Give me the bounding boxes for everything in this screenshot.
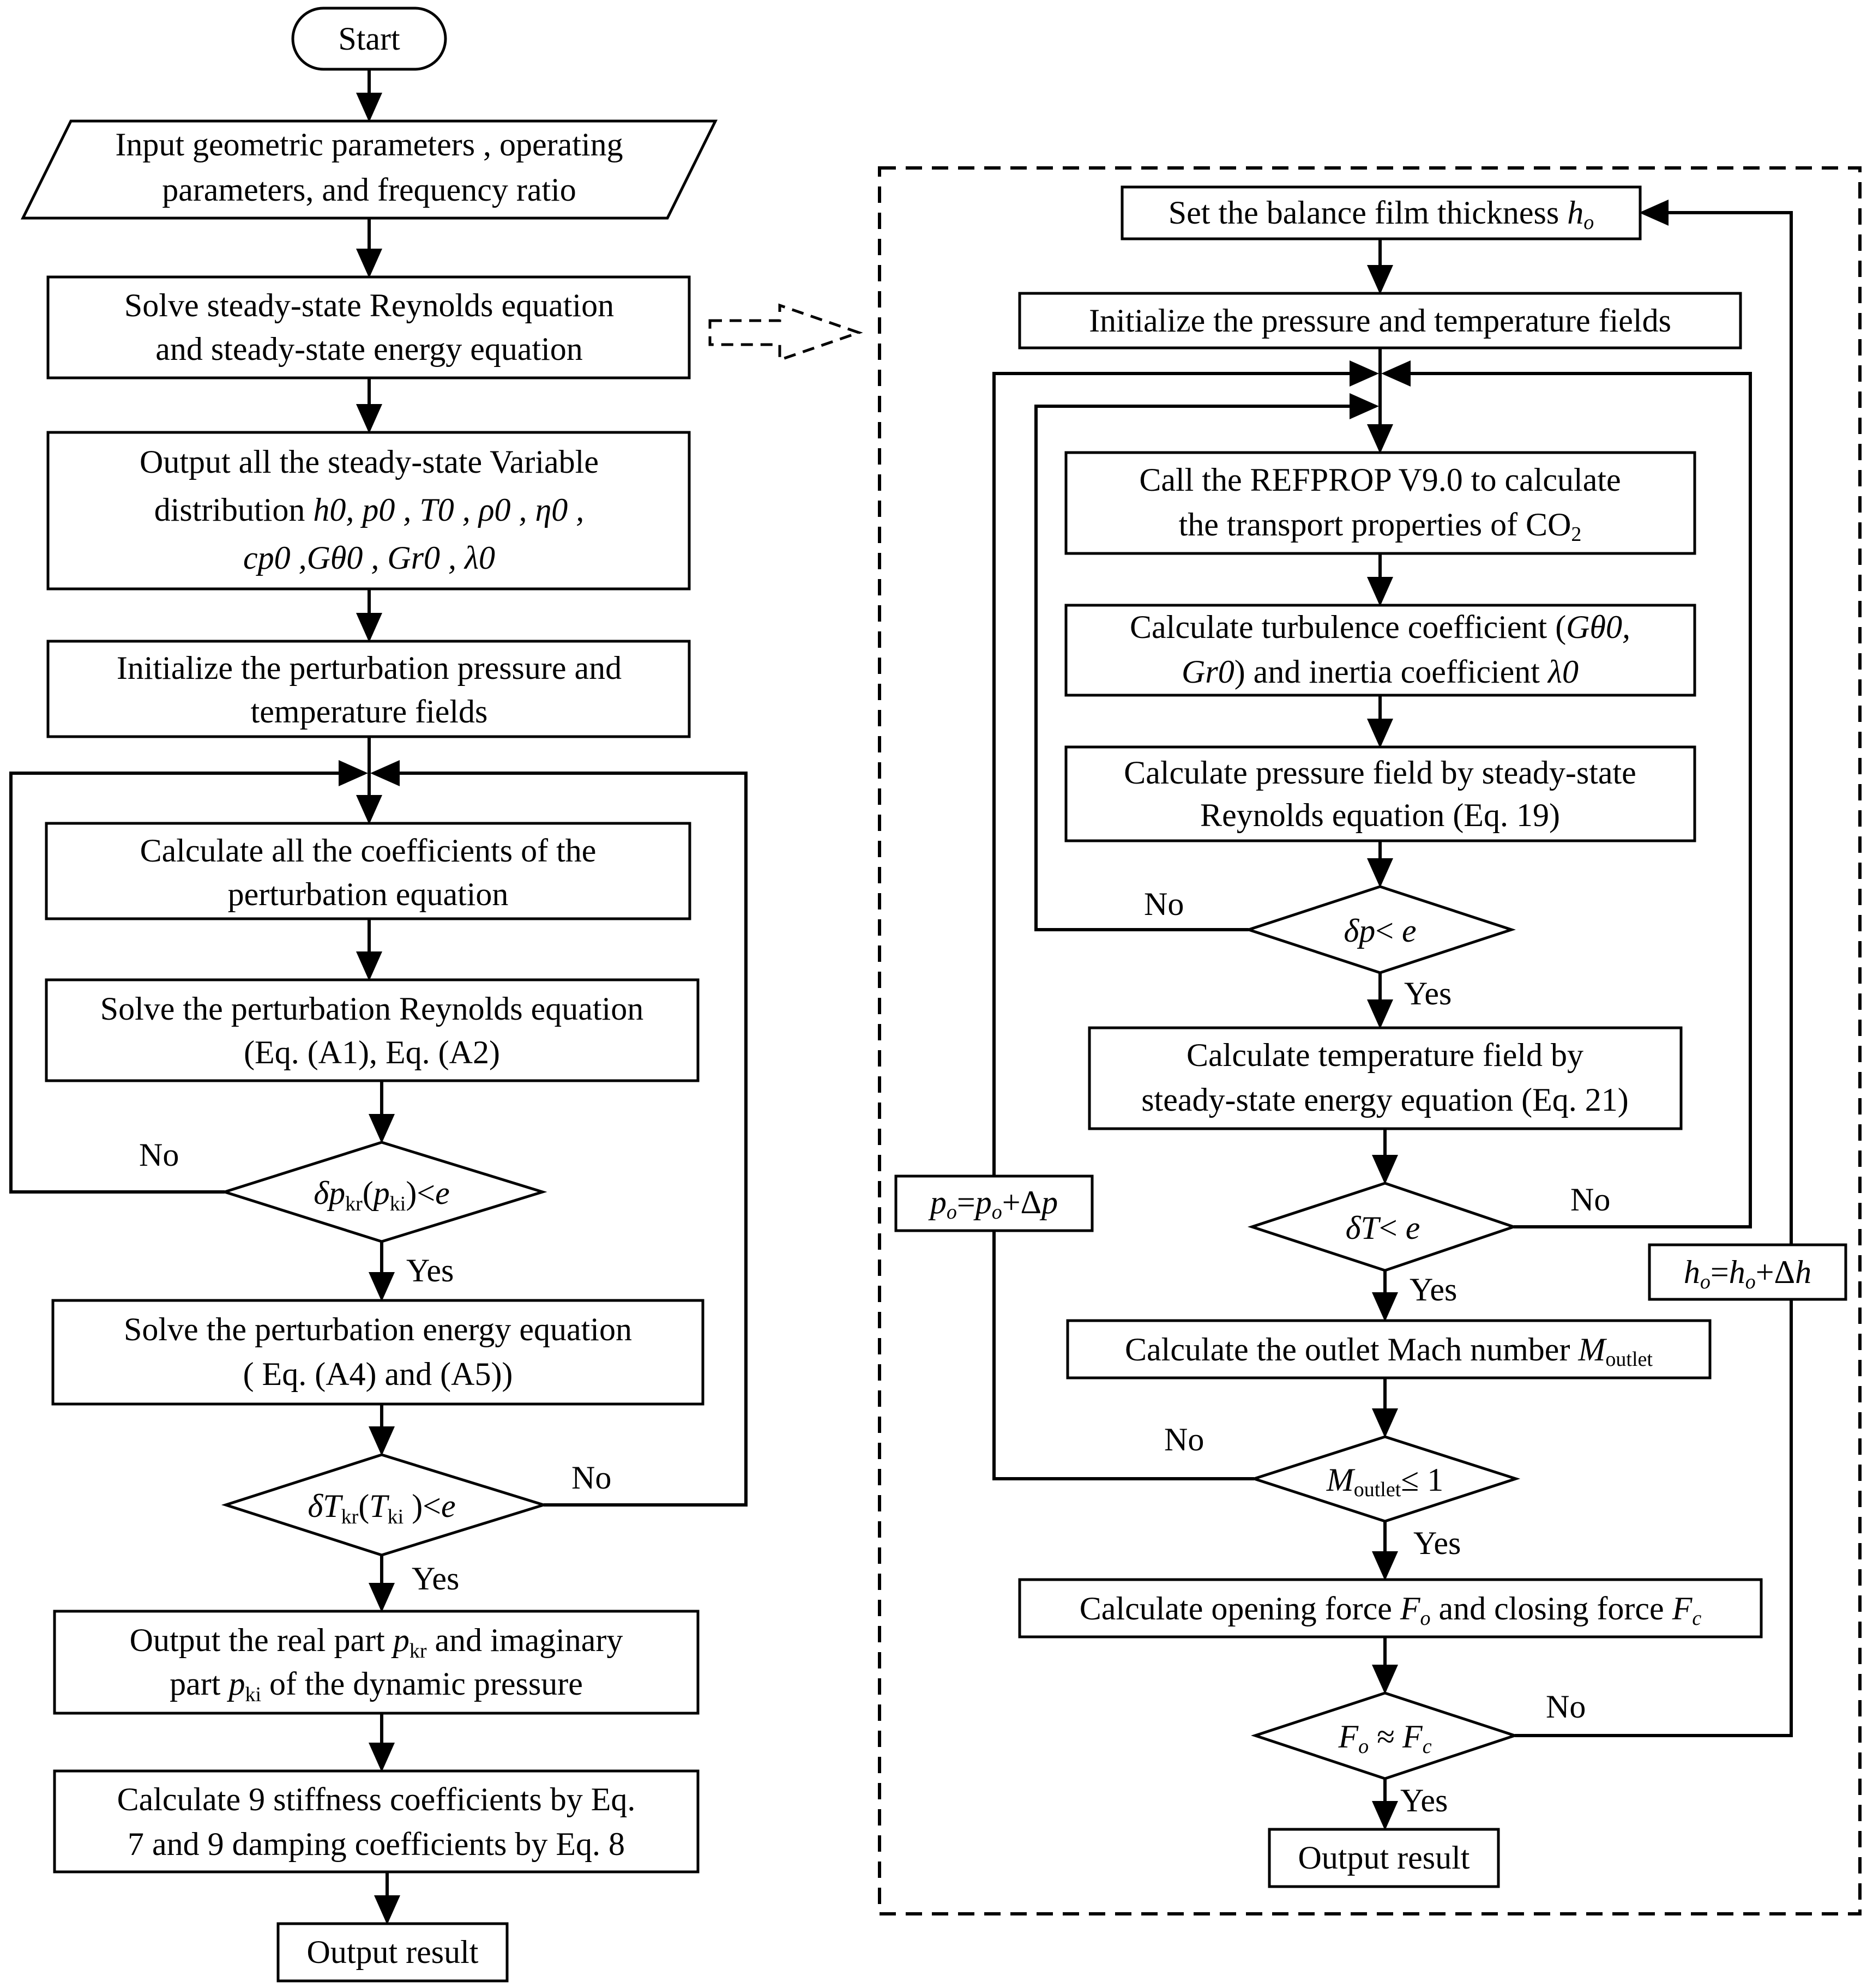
input-line1: Input geometric parameters , operating (115, 126, 623, 162)
right-no-temp: No (1570, 1182, 1610, 1218)
init-perturb-line2: temperature fields (251, 694, 488, 730)
left-no-2: No (571, 1460, 611, 1496)
decision-mach-label: Moutlet≤ 1 (1326, 1462, 1443, 1501)
output-steady-line3: cp0 ,Gθ0 , Gr0 , λ0 (243, 540, 495, 576)
decision-rp-label: δp< e (1344, 913, 1416, 949)
right-output-terminal: Output result (1268, 1828, 1500, 1888)
calc-stiffness-box: Calculate 9 stiffness coefficients by Eq… (53, 1769, 700, 1873)
call-refprop-box: Call the REFPROP V9.0 to calculate the t… (1064, 451, 1696, 555)
calc-turb-line2: Gr0) and inertia coefficient λ0 (1182, 654, 1579, 690)
po-update-box: po=po+Δp (894, 1174, 1094, 1232)
calc-force-box: Calculate opening force Fo and closing f… (1018, 1578, 1763, 1638)
calc-mach-box: Calculate the outlet Mach number Moutlet (1066, 1319, 1712, 1379)
ho-update-label: ho=ho+Δh (1684, 1254, 1811, 1293)
start-label: Start (338, 21, 400, 57)
calc-temp-line1: Calculate temperature field by (1187, 1037, 1583, 1073)
right-edges (992, 200, 1793, 1830)
decision-force-label: Fo ≈Fc (1338, 1719, 1431, 1758)
right-output-label: Output result (1298, 1840, 1470, 1876)
output-real-imaginary-box: Output the real part pkr and imaginary p… (53, 1610, 700, 1715)
set-film-label: Set the balance film thickness ho (1169, 195, 1594, 234)
left-edges (9, 69, 748, 1925)
calc-force-label: Calculate opening force Fo and closing f… (1080, 1591, 1702, 1630)
left-no-1: No (139, 1137, 179, 1173)
left-yes-2: Yes (412, 1561, 459, 1597)
decision-force-balance: Fo ≈Fc (1251, 1691, 1519, 1780)
output-steady-box: Output all the steady-state Variable dis… (46, 431, 691, 591)
decision-rt-label: δT< e (1346, 1210, 1420, 1246)
input-parameters-box: Input geometric parameters , operating p… (20, 119, 718, 220)
po-update-label: po=po+Δp (928, 1184, 1058, 1224)
decision-p-label: δpkr(pki)<e (314, 1175, 450, 1215)
call-refprop-line2: the transport properties of CO2 (1179, 507, 1582, 546)
init-perturbation-box: Initialize the perturbation pressure and… (46, 640, 691, 738)
solve-perturb-reynolds-box: Solve the perturbation Reynolds equation… (45, 978, 700, 1082)
right-yes-force: Yes (1400, 1782, 1448, 1818)
decision-temperature-convergence: δTkr(Tki )<e (221, 1453, 549, 1557)
calc-temp-line2: steady-state energy equation (Eq. 21) (1141, 1082, 1629, 1118)
right-yes-temp: Yes (1410, 1272, 1457, 1308)
decision-t-label: δTkr(Tki )<e (308, 1488, 455, 1528)
decision-right-pressure: δp< e (1244, 885, 1516, 974)
left-yes-1: Yes (406, 1252, 454, 1288)
right-no-pressure: No (1144, 886, 1184, 922)
calc-coeff-line2: perturbation equation (228, 876, 509, 912)
left-output-label: Output result (307, 1934, 479, 1970)
init-perturb-line1: Initialize the perturbation pressure and (117, 650, 622, 686)
init-fields-box: Initialize the pressure and temperature … (1018, 292, 1742, 350)
expand-arrow (708, 303, 863, 362)
solve-perturb-energy-box: Solve the perturbation energy equation (… (51, 1299, 704, 1406)
calc-turb-line1: Calculate turbulence coefficient (Gθ0, (1130, 609, 1630, 645)
decision-mach: Moutlet≤ 1 (1249, 1435, 1521, 1523)
right-yes-mach: Yes (1413, 1525, 1461, 1561)
solve-steady-line2: and steady-state energy equation (155, 331, 583, 367)
solve-pe-line2: ( Eq. (A4) and (A5)) (243, 1356, 513, 1392)
solve-pr-line2: (Eq. (A1), Eq. (A2) (244, 1034, 500, 1070)
decision-right-temperature: δT< e (1247, 1182, 1518, 1272)
set-film-box: Set the balance film thickness ho (1121, 185, 1642, 240)
start-terminal: Start (291, 7, 447, 71)
solve-pr-line1: Solve the perturbation Reynolds equation (100, 991, 643, 1027)
ho-update-box: ho=ho+Δh (1648, 1243, 1847, 1301)
calc-pressure-line2: Reynolds equation (Eq. 19) (1200, 797, 1560, 833)
init-fields-label: Initialize the pressure and temperature … (1089, 303, 1671, 339)
solve-pe-line1: Solve the perturbation energy equation (124, 1311, 632, 1347)
solve-steady-line1: Solve steady-state Reynolds equation (124, 287, 614, 323)
calc-pressure-line1: Calculate pressure field by steady-state (1124, 755, 1636, 791)
calc-mach-label: Calculate the outlet Mach number Moutlet (1125, 1332, 1653, 1371)
right-no-mach: No (1164, 1421, 1204, 1457)
output-real-line2: part pki of the dynamic pressure (170, 1666, 583, 1706)
calc-coeff-line1: Calculate all the coefficients of the (140, 833, 597, 869)
calc-stiffness-line2: 7 and 9 damping coefficients by Eq. 8 (128, 1826, 625, 1862)
calc-turbulence-box: Calculate turbulence coefficient (Gθ0, G… (1064, 604, 1696, 697)
decision-pressure-convergence: δpkr(pki)<e (220, 1141, 547, 1243)
input-line2: parameters, and frequency ratio (162, 172, 576, 208)
calc-pressure-box: Calculate pressure field by steady-state… (1064, 745, 1696, 842)
right-no-force: No (1546, 1689, 1586, 1725)
output-steady-line1: Output all the steady-state Variable (140, 444, 599, 480)
calc-stiffness-line1: Calculate 9 stiffness coefficients by Eq… (117, 1781, 636, 1817)
solve-steady-box: Solve steady-state Reynolds equation and… (46, 275, 691, 379)
left-output-terminal: Output result (276, 1922, 509, 1983)
call-refprop-line1: Call the REFPROP V9.0 to calculate (1139, 462, 1621, 498)
output-real-line1: Output the real part pkr and imaginary (130, 1622, 623, 1662)
output-steady-line2: distribution h0, p0 , T0 , ρ0 , η0 , (154, 492, 585, 528)
calc-coefficients-box: Calculate all the coefficients of the pe… (45, 822, 691, 920)
calc-temperature-box: Calculate temperature field by steady-st… (1088, 1026, 1683, 1130)
right-yes-pressure: Yes (1404, 975, 1452, 1011)
